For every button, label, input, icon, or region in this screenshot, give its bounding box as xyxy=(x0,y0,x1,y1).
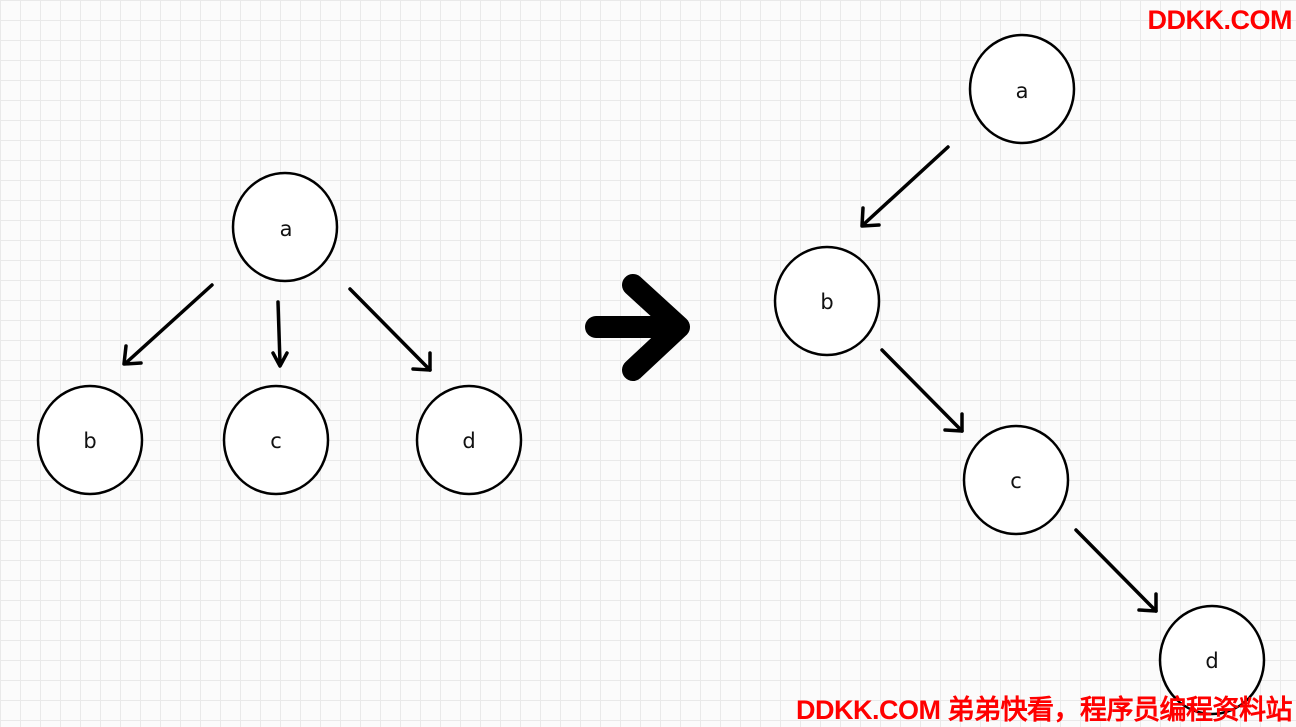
right-edge-a-b xyxy=(860,145,950,228)
right-node-a-label: a xyxy=(1016,79,1029,103)
left-node-d-label: d xyxy=(462,429,475,453)
right-node-a: a xyxy=(968,33,1076,145)
watermark-bottom: DDKK.COM 弟弟快看，程序员编程资料站 xyxy=(796,695,1293,725)
right-node-c: c xyxy=(962,424,1070,536)
left-tree-edges xyxy=(122,283,432,372)
left-node-d: d xyxy=(415,384,523,496)
left-node-b-label: b xyxy=(83,429,96,453)
left-node-a-label: a xyxy=(280,217,293,241)
left-node-c: c xyxy=(222,384,330,496)
right-chain-edges xyxy=(860,145,1158,613)
left-edge-a-c xyxy=(271,300,289,368)
right-node-b-label: b xyxy=(820,290,833,314)
right-node-d: d xyxy=(1158,604,1266,716)
left-node-b: b xyxy=(36,384,144,496)
right-chain: a b c d xyxy=(773,33,1266,716)
left-node-c-label: c xyxy=(270,429,282,453)
right-node-c-label: c xyxy=(1010,469,1022,493)
watermark-top: DDKK.COM xyxy=(1147,5,1293,35)
arrow-right-icon xyxy=(585,274,690,381)
left-tree: a b c d xyxy=(36,171,523,496)
left-edge-a-d xyxy=(348,287,432,372)
left-edge-a-b xyxy=(122,283,214,366)
right-node-b: b xyxy=(773,245,881,357)
right-edge-b-c xyxy=(880,348,964,433)
left-node-a: a xyxy=(231,171,339,283)
right-edge-c-d xyxy=(1074,528,1158,613)
right-node-d-label: d xyxy=(1205,649,1218,673)
